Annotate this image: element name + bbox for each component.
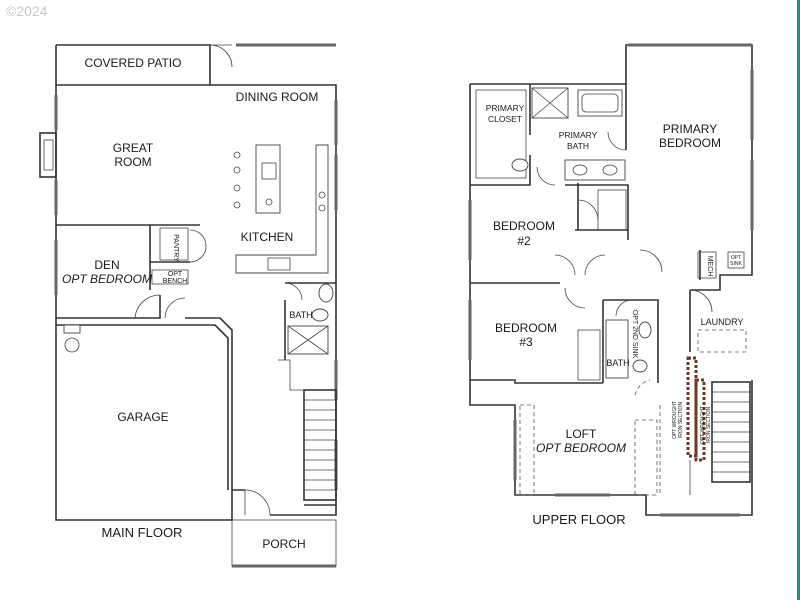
dining-room-label: DINING ROOM xyxy=(236,90,319,104)
primary-bedroom-label-line2: BEDROOM xyxy=(659,136,721,150)
loft-opt-bedroom-label: OPT BEDROOM xyxy=(536,441,626,455)
den-label: DEN xyxy=(94,258,119,272)
main-bath-label: BATH xyxy=(289,310,312,320)
den-opt-bedroom-label: OPT BEDROOM xyxy=(62,272,152,286)
bedroom-2-label-line1: BEDROOM xyxy=(493,219,555,233)
great-room-label-line2: ROOM xyxy=(114,155,151,169)
upper-floor-title: UPPER FLOOR xyxy=(532,512,625,527)
main-floor-plan xyxy=(39,43,338,568)
right-edge-border xyxy=(797,0,800,600)
kitchen-label: KITCHEN xyxy=(241,230,294,244)
bedroom-3-label-line2: #3 xyxy=(519,335,533,349)
opt-2nd-sink-label: OPT 2ND SINK xyxy=(631,310,638,359)
pantry-label: PANTRY xyxy=(172,234,179,262)
opt-bench-label-line1: OPT xyxy=(168,271,183,278)
great-room-label-line1: GREAT xyxy=(113,141,154,155)
opt-bench-label-line2: BENCH xyxy=(163,278,188,285)
primary-closet-label-line2: CLOSET xyxy=(488,114,522,124)
main-floor-title: MAIN FLOOR xyxy=(102,525,183,540)
laundry-label: LAUNDRY xyxy=(701,317,744,327)
opt-sink-label-line1: OPT xyxy=(731,255,741,261)
garage-label: GARAGE xyxy=(117,410,168,424)
opt-wrought-iron-label-2a: OPT WROUGHT xyxy=(700,406,706,444)
upper-floor-plan xyxy=(468,43,754,517)
bedroom-3-label-line1: BEDROOM xyxy=(495,321,557,335)
copyright-watermark: ©2024 xyxy=(6,3,48,19)
loft-label: LOFT xyxy=(566,427,597,441)
upper-bath-label: BATH xyxy=(606,358,629,368)
opt-sink-label-line2: SINK xyxy=(730,261,742,267)
covered-patio-label: COVERED PATIO xyxy=(85,56,182,70)
porch-label: PORCH xyxy=(262,537,305,551)
primary-bath-label-line1: PRIMARY xyxy=(559,130,598,140)
primary-closet-label-line1: PRIMARY xyxy=(486,103,525,113)
mech-label: MECH xyxy=(706,256,713,277)
opt-wrought-iron-label-2b: IRON SECTION xyxy=(706,407,712,444)
bedroom-2-label-line2: #2 xyxy=(517,234,531,248)
primary-bedroom-label-line1: PRIMARY xyxy=(663,122,717,136)
opt-wrought-iron-label-1a: OPT WROUGHT xyxy=(672,401,678,439)
opt-wrought-iron-label-1b: IRON SECTION xyxy=(678,402,684,439)
primary-bath-label-line2: BATH xyxy=(567,141,589,151)
